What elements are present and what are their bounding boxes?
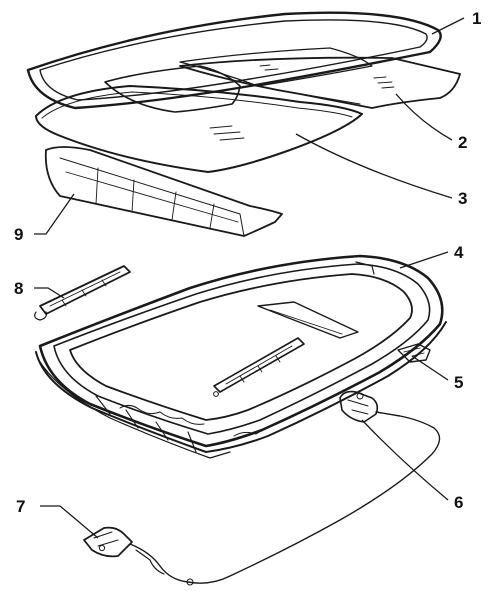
leader-5 xyxy=(411,355,449,381)
callout-4: 4 xyxy=(454,243,464,262)
part-1-glass-seal xyxy=(26,11,442,113)
leader-6 xyxy=(361,419,449,501)
leader-3 xyxy=(295,133,453,199)
callout-7: 7 xyxy=(16,497,25,516)
leader-2 xyxy=(395,93,453,141)
part-8-guide-rail xyxy=(34,265,131,321)
callout-8: 8 xyxy=(14,279,23,298)
leader-1 xyxy=(431,17,465,35)
callout-6: 6 xyxy=(454,493,463,512)
callout-1: 1 xyxy=(472,9,481,28)
part-4-frame xyxy=(35,254,447,459)
part-6-drive-motor xyxy=(339,390,379,423)
callout-2: 2 xyxy=(458,133,467,152)
leader-8 xyxy=(34,287,65,299)
callout-3: 3 xyxy=(458,189,467,208)
leader-7 xyxy=(40,505,99,539)
leader-4 xyxy=(399,251,449,269)
callout-5: 5 xyxy=(454,373,463,392)
leader-9 xyxy=(34,193,75,235)
callout-labels: 1 2 3 4 5 6 7 8 9 xyxy=(14,9,481,516)
part-3-sliding-panel xyxy=(35,85,363,173)
part-2-rear-glass xyxy=(179,56,461,109)
callout-9: 9 xyxy=(14,225,23,244)
part-5-bracket xyxy=(397,343,431,363)
part-9-sunshade xyxy=(44,146,283,237)
leader-lines xyxy=(34,17,465,539)
